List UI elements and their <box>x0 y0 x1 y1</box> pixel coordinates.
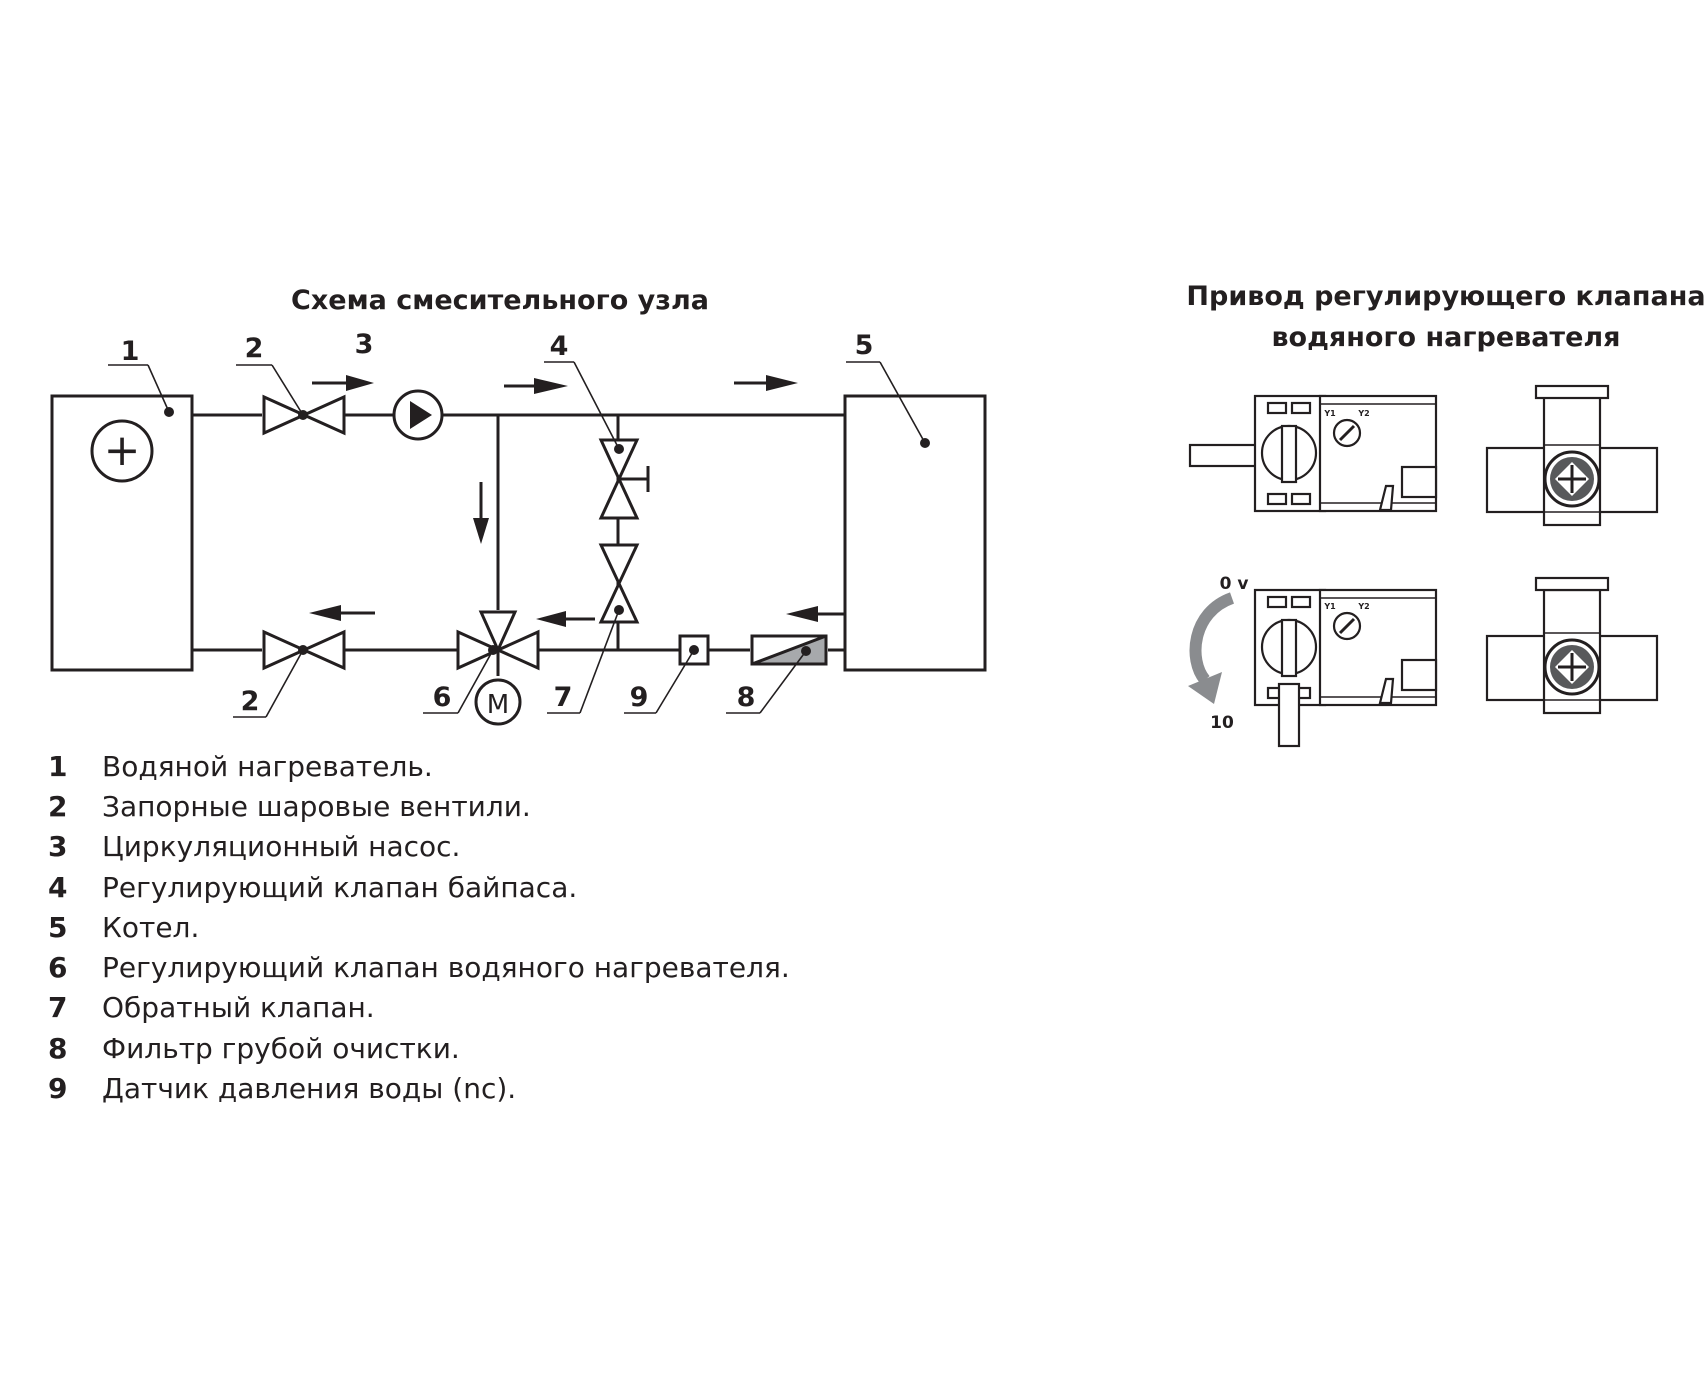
legend-text: Запорные шаровые вентили. <box>102 789 531 823</box>
callout-leaders <box>108 361 926 718</box>
arrow-left-icon <box>309 605 375 621</box>
heater-plus-circle-icon <box>90 419 154 483</box>
callout-2-bottom: 2 <box>241 686 260 717</box>
legend-item: 1 Водяной нагреватель. <box>48 746 790 786</box>
arrow-right-icon <box>504 378 568 394</box>
callout-6: 6 <box>433 682 452 713</box>
legend-number: 1 <box>48 749 68 783</box>
legend-text: Регулирующий клапан байпаса. <box>102 870 578 904</box>
mixing-regulating-valve: M <box>456 610 540 726</box>
legend-text: Фильтр грубой очистки. <box>102 1031 460 1065</box>
legend-text: Датчик давления воды (nc). <box>102 1072 517 1106</box>
terminal-y1: Y1 <box>1323 409 1336 418</box>
legend-item: 9 Датчик давления воды (nc). <box>48 1068 790 1108</box>
boiler <box>843 394 987 672</box>
valve-ball-icon <box>1543 450 1601 508</box>
terminal-y2: Y2 <box>1357 409 1369 418</box>
callout-2-top: 2 <box>245 333 264 364</box>
legend-text: Обратный клапан. <box>102 991 375 1025</box>
legend-text: Водяной нагреватель. <box>102 749 433 783</box>
legend-item: 6 Регулирующий клапан водяного нагревател… <box>48 947 790 987</box>
legend-text: Котел. <box>102 910 200 944</box>
actuator-position-0: Y1 Y2 <box>1188 394 1438 513</box>
legend-number: 3 <box>48 830 68 864</box>
coarse-filter <box>750 634 828 666</box>
actuator-knob <box>1280 424 1298 484</box>
actuator-title-line-1: Привод регулирующего клапана <box>1186 281 1705 312</box>
legend-number: 9 <box>48 1072 68 1106</box>
shutoff-valve-top <box>262 394 346 436</box>
water-heater: + <box>50 394 194 672</box>
callout-1: 1 <box>121 336 140 367</box>
callout-8: 8 <box>737 682 756 713</box>
legend-number: 7 <box>48 991 68 1025</box>
check-valve <box>598 543 640 624</box>
legend-number: 2 <box>48 789 68 823</box>
heater-plus-icon: + <box>104 425 141 476</box>
legend-item: 3 Циркуляционный насос. <box>48 827 790 867</box>
terminal-y1: Y1 <box>1323 602 1336 611</box>
terminal-y2: Y2 <box>1357 602 1369 611</box>
voltage-10-label: 10 <box>1210 713 1234 733</box>
actuator-knob <box>1280 618 1298 678</box>
legend-text: Регулирующий клапан водяного нагревателя… <box>102 951 790 985</box>
scheme-title: Схема смесительного узла <box>291 285 709 316</box>
callout-3: 3 <box>355 329 374 360</box>
arrow-left-icon <box>786 606 846 622</box>
voltage-0-label: 0 v <box>1220 574 1249 594</box>
pump-play-icon <box>410 401 432 429</box>
arrow-right-icon <box>734 375 798 391</box>
rotation-arrow-icon <box>1188 592 1235 704</box>
legend-number: 8 <box>48 1031 68 1065</box>
circulation-pump <box>392 389 444 441</box>
motor-icon <box>474 678 522 726</box>
callout-5: 5 <box>855 330 874 361</box>
legend-number: 4 <box>48 870 68 904</box>
legend-item: 7 Обратный клапан. <box>48 988 790 1028</box>
legend-item: 4 Регулирующий клапан байпаса. <box>48 867 790 907</box>
actuator-lever <box>1277 682 1301 748</box>
legend-item: 8 Фильтр грубой очистки. <box>48 1028 790 1068</box>
actuator-lever <box>1188 443 1262 468</box>
legend-number: 5 <box>48 910 68 944</box>
valve-ball-icon <box>1543 638 1601 696</box>
callout-7: 7 <box>554 682 573 713</box>
legend-text: Циркуляционный насос. <box>102 830 461 864</box>
legend-number: 6 <box>48 951 68 985</box>
legend-item: 2 Запорные шаровые вентили. <box>48 786 790 826</box>
component-legend: 1 Водяной нагреватель. 2 Запорные шаровые … <box>48 746 790 1109</box>
flow-arrows <box>309 375 846 627</box>
bypass-regulating-valve <box>598 438 650 520</box>
callout-9: 9 <box>630 682 649 713</box>
shutoff-valve-bottom <box>262 629 346 671</box>
arrow-right-icon <box>312 375 374 391</box>
motor-symbol: M <box>487 690 509 720</box>
actuator-title-line-2: водяного нагревателя <box>1271 322 1620 353</box>
valve-body-top <box>1485 384 1659 527</box>
pipe-lines <box>192 413 845 652</box>
arrow-down-icon <box>473 482 489 544</box>
valve-body-bottom <box>1485 576 1659 715</box>
arrow-left-icon <box>536 611 595 627</box>
actuator-position-10: Y1 Y2 <box>1253 588 1438 748</box>
legend-item: 5 Котел. <box>48 907 790 947</box>
callout-4: 4 <box>550 331 569 362</box>
